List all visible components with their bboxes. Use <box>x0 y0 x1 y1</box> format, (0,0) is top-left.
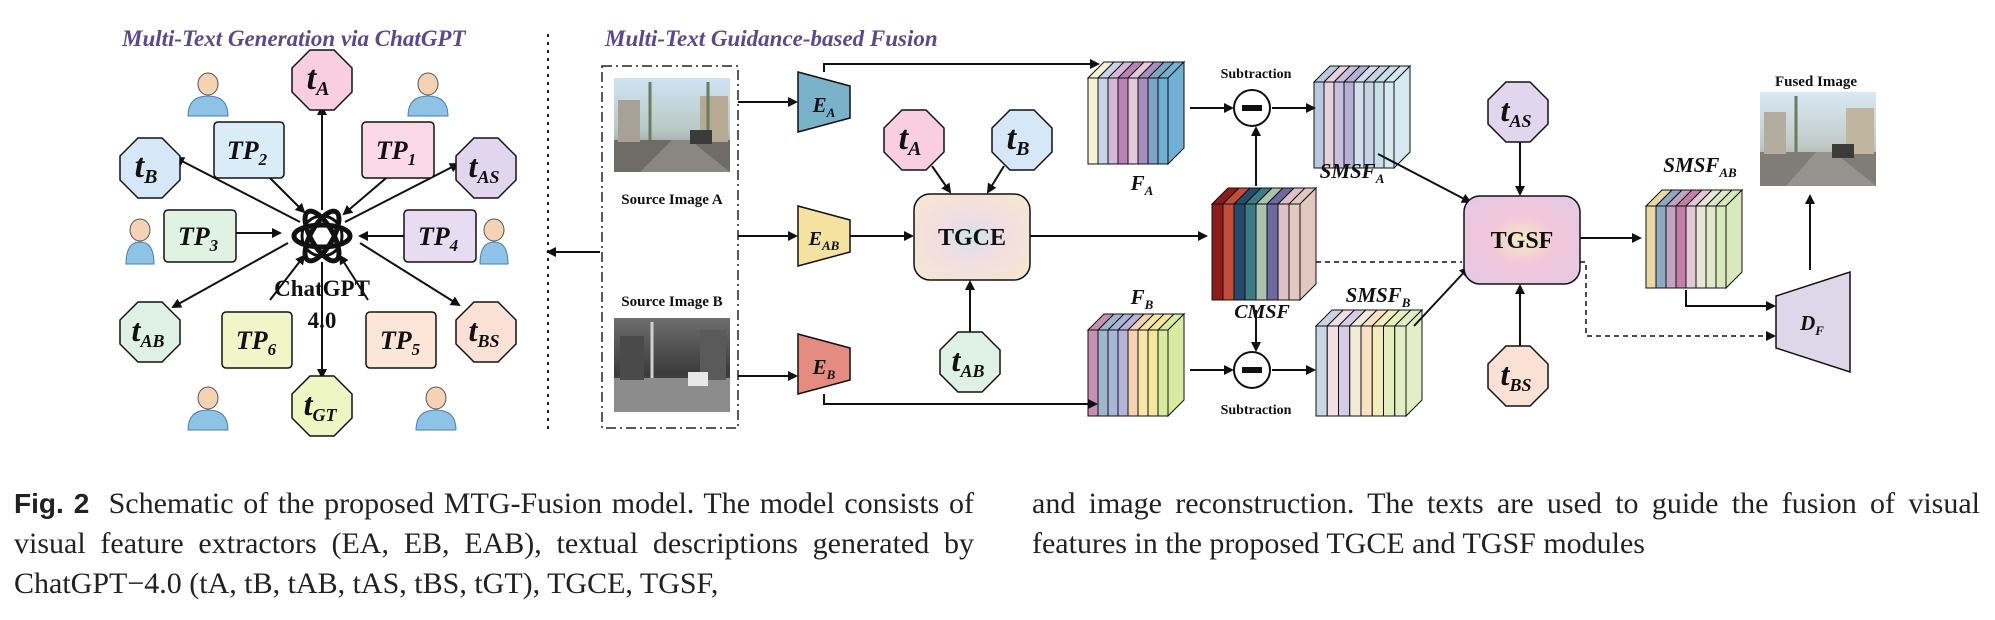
tgsf-arrows <box>1515 142 1815 346</box>
feature-label-smsfab: SMSFAB <box>1663 153 1737 180</box>
chatgpt-arrows <box>171 105 461 379</box>
text-node-tA: tA <box>291 49 353 111</box>
tgsf-module: TGSF <box>1463 195 1581 285</box>
feature-cube-smsfb <box>1314 308 1424 418</box>
encoder-eab: EAB <box>797 205 851 267</box>
svg-text:EA: EA <box>812 93 836 120</box>
prompt-box-tp4: TP4 <box>403 209 477 263</box>
feature-label-smsfb: SMSFB <box>1346 283 1411 310</box>
user-icon <box>187 72 229 117</box>
figure-caption-column-1: Fig. 2 Schematic of the proposed MTG-Fus… <box>14 484 974 604</box>
svg-text:EAB: EAB <box>808 228 840 253</box>
fused-image <box>1760 92 1876 186</box>
svg-text:tGT: tGT <box>304 386 338 425</box>
feature-arrows <box>823 59 1100 409</box>
source-image-b-label: Source Image B <box>621 294 722 310</box>
encoder-ea: EA <box>797 71 851 133</box>
decoder-df: DF <box>1775 270 1851 374</box>
chatgpt-label: ChatGPT <box>274 276 370 301</box>
tgce-module: TGCE <box>913 193 1031 281</box>
user-icon <box>187 386 229 431</box>
figure-caption-column-2: and image reconstruction. The texts are … <box>1032 487 1980 560</box>
prompt-box-tp1: TP1 <box>361 121 435 179</box>
svg-text:TP2: TP2 <box>227 136 268 169</box>
feature-label-smsfa: SMSFA <box>1320 159 1385 186</box>
feature-cube-fa <box>1086 60 1186 166</box>
text-node-tB-fusion: tB <box>991 109 1053 171</box>
svg-text:tAB: tAB <box>132 312 165 351</box>
svg-text:TP5: TP5 <box>380 326 421 359</box>
svg-text:TP3: TP3 <box>178 222 219 255</box>
svg-text:tAS: tAS <box>469 148 500 187</box>
source-image-b <box>614 318 730 412</box>
subtraction-node-top <box>1233 89 1271 127</box>
text-node-tAS-fusion: tAS <box>1487 81 1549 143</box>
prompt-box-tp6: TP6 <box>221 311 293 369</box>
source-image-a <box>614 78 730 172</box>
svg-text:TP6: TP6 <box>236 326 277 359</box>
text-node-tBS-fusion: tBS <box>1487 345 1549 407</box>
left-section-title: Multi-Text Generation via ChatGPT <box>121 26 466 51</box>
feature-cube-fb <box>1086 312 1186 418</box>
svg-text:tB: tB <box>1007 120 1030 160</box>
prompt-box-tp2: TP2 <box>213 121 285 179</box>
svg-text:tA: tA <box>307 60 330 100</box>
text-node-tA-fusion: tA <box>883 109 945 171</box>
text-node-tAB: tAB <box>119 301 181 363</box>
user-icon <box>125 218 155 265</box>
source-image-a-label: Source Image A <box>621 192 723 208</box>
svg-text:TGSF: TGSF <box>1491 228 1554 254</box>
svg-text:TP1: TP1 <box>376 136 416 169</box>
subtraction-label-bottom: Subtraction <box>1221 403 1292 418</box>
right-section-title: Multi-Text Guidance-based Fusion <box>604 26 938 51</box>
subtraction-label-top: Subtraction <box>1221 67 1292 82</box>
svg-text:tAS: tAS <box>1501 92 1532 131</box>
chatgpt-logo-icon <box>291 208 353 264</box>
svg-text:tB: tB <box>135 148 158 188</box>
encoder-eb: EB <box>797 333 851 395</box>
feature-cube-smsfa <box>1312 64 1412 170</box>
text-node-tBS: tBS <box>455 301 517 363</box>
encoder-input-arrows <box>738 97 798 381</box>
user-icon <box>479 218 509 265</box>
chatgpt-version: 4.0 <box>308 308 337 333</box>
svg-text:tBS: tBS <box>469 312 500 351</box>
text-node-tAB-fusion: tAB <box>939 331 1001 393</box>
text-node-tB: tB <box>119 137 181 199</box>
prompt-box-tp5: TP5 <box>365 311 437 369</box>
figure-caption-label: Fig. 2 <box>14 488 90 519</box>
cmsf-skip-path <box>1316 261 1776 341</box>
feature-label-fa: FA <box>1130 171 1154 198</box>
user-icon <box>407 72 449 117</box>
feature-label-cmsf: CMSF <box>1234 301 1290 323</box>
feature-cube-smsfab <box>1644 188 1744 290</box>
feature-cube-cmsf <box>1210 186 1318 302</box>
source-images-frame <box>601 65 739 429</box>
subtraction-node-bottom <box>1233 351 1271 389</box>
architecture-diagram: Multi-Text Generation via ChatGPT Multi-… <box>119 26 1876 437</box>
tgce-arrows <box>850 165 1208 332</box>
text-node-tAS: tAS <box>455 137 517 199</box>
svg-text:tA: tA <box>899 120 922 160</box>
user-icon <box>415 386 457 431</box>
svg-text:DF: DF <box>1799 311 1824 338</box>
svg-text:tAB: tAB <box>952 342 985 381</box>
figure-caption-text: Schematic of the proposed MTG-Fusion mod… <box>14 487 974 600</box>
text-node-tGT: tGT <box>291 375 353 437</box>
svg-text:TP4: TP4 <box>418 222 458 255</box>
svg-text:tBS: tBS <box>1501 356 1532 395</box>
fused-image-label: Fused Image <box>1775 74 1857 90</box>
svg-text:EB: EB <box>812 355 836 382</box>
subtraction-arrows <box>1190 103 1472 375</box>
feature-label-fb: FB <box>1130 285 1154 312</box>
prompt-box-tp3: TP3 <box>163 209 237 263</box>
svg-text:TGCE: TGCE <box>938 225 1006 251</box>
